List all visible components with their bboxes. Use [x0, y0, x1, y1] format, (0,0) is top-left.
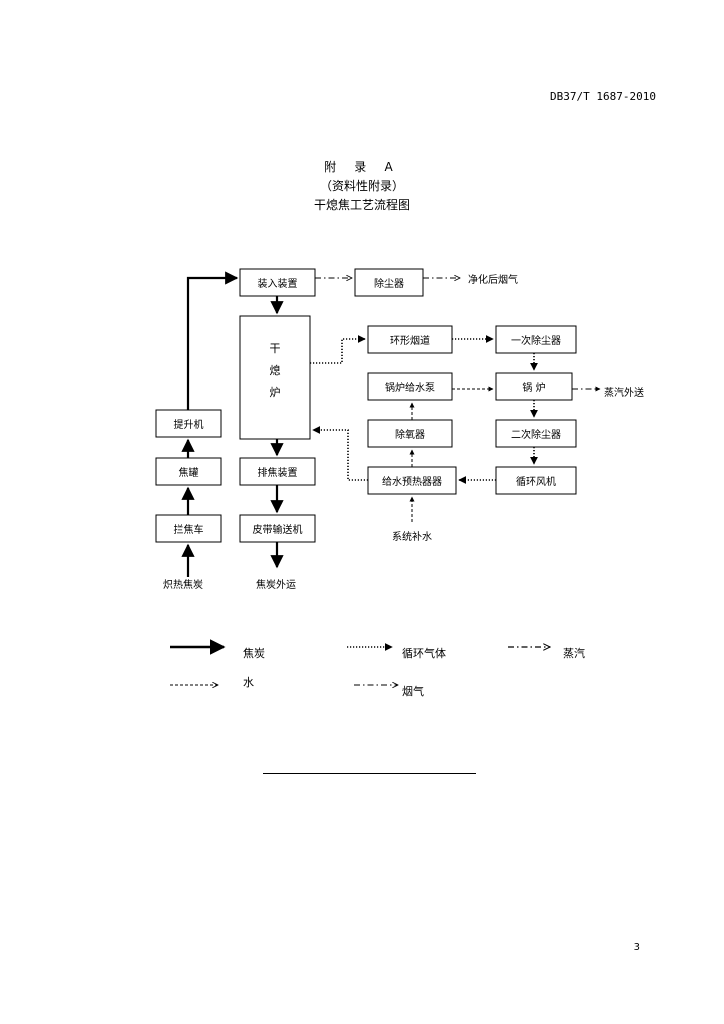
label-cdq-furnace: 干 熄 炉: [240, 338, 310, 404]
label-feedwater-preheater: 给水预热器器: [382, 477, 442, 488]
legend-water: 水: [243, 676, 254, 689]
label-cdq-char-2: 熄: [269, 364, 281, 377]
label-coke-car: 拦焦车: [173, 525, 204, 536]
box-boiler-feed-pump: [367, 372, 453, 401]
box-dust-collector: [354, 268, 424, 297]
label-boiler: 锅 炉: [522, 383, 546, 394]
legend-circulating-gas: 循环气体: [402, 647, 446, 660]
standard-code: DB37/T 1687-2010: [550, 90, 656, 103]
box-primary-dust: [495, 325, 577, 354]
appendix-type: （资料性附录）: [319, 179, 404, 193]
label-charging: 装入装置: [257, 279, 298, 290]
label-secondary-dust: 二次除尘器: [511, 430, 561, 441]
label-hoist: 提升机: [173, 420, 204, 431]
box-deaerator: [367, 419, 453, 448]
label-cdq-char-3: 炉: [269, 386, 281, 399]
label-steam-out: 蒸汽外送: [604, 388, 644, 399]
label-boiler-feed-pump: 锅炉给水泵: [385, 383, 435, 394]
label-circulating-fan: 循环风机: [516, 477, 556, 488]
label-clean-gas: 净化后烟气: [468, 275, 518, 286]
label-annular-flue: 环形烟道: [390, 336, 430, 347]
legend-steam: 蒸汽: [563, 647, 585, 660]
label-deaerator: 除氧器: [395, 430, 425, 441]
label-coke-out: 焦炭外运: [256, 580, 296, 591]
label-dust-collector: 除尘器: [374, 279, 404, 290]
flow-coke-hoist-to-charging: [186, 271, 239, 410]
page-number: 3: [633, 942, 640, 953]
flow-gas-furnace-to-flue: [310, 335, 366, 364]
label-makeup-water: 系统补水: [392, 532, 432, 543]
label-hot-coke: 炽热焦炭: [163, 580, 203, 591]
legend-coke: 焦炭: [243, 647, 265, 660]
box-cdq-furnace: [239, 315, 311, 440]
footer-rule: [263, 773, 476, 774]
appendix-title: 附 录 A: [324, 160, 400, 174]
label-coke-tank: 焦罐: [178, 468, 199, 479]
legend-flue-gas: 烟气: [402, 685, 424, 698]
flow-gas-preheater-to-furnace: [312, 426, 368, 481]
diagram-title: 干熄焦工艺流程图: [313, 198, 410, 212]
label-cdq-char-1: 干: [269, 342, 281, 355]
title-block: 附 录 A （资料性附录） 干熄焦工艺流程图: [0, 158, 724, 215]
label-belt-conveyor: 皮带输送机: [252, 525, 303, 536]
label-primary-dust: 一次除尘器: [511, 336, 561, 347]
box-secondary-dust: [495, 419, 577, 448]
label-discharge: 排焦装置: [257, 468, 298, 479]
